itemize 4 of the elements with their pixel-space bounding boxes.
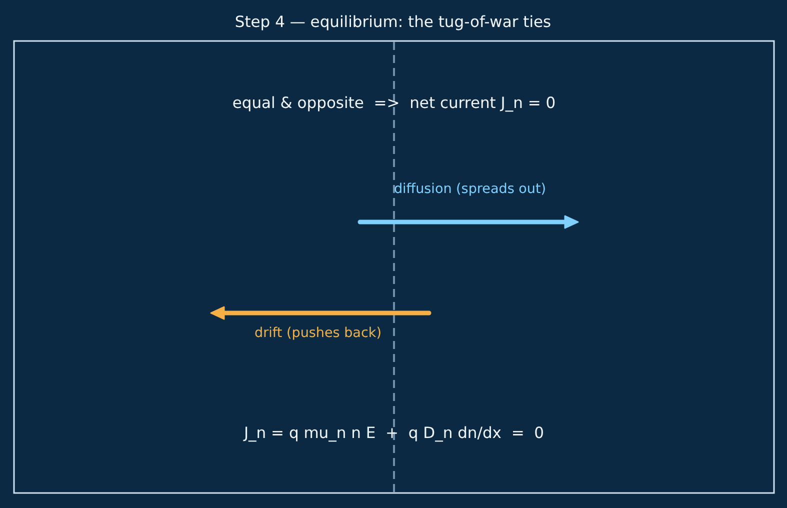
statement-text: equal & opposite => net current J_n = 0 (232, 95, 556, 113)
diagram-title: Step 4 — equilibrium: the tug-of-war ties (234, 14, 552, 32)
arrow-label: drift (pushes back) (254, 326, 382, 342)
equation-text: J_n = q mu_n n E + q D_n dn/dx = 0 (244, 425, 544, 443)
